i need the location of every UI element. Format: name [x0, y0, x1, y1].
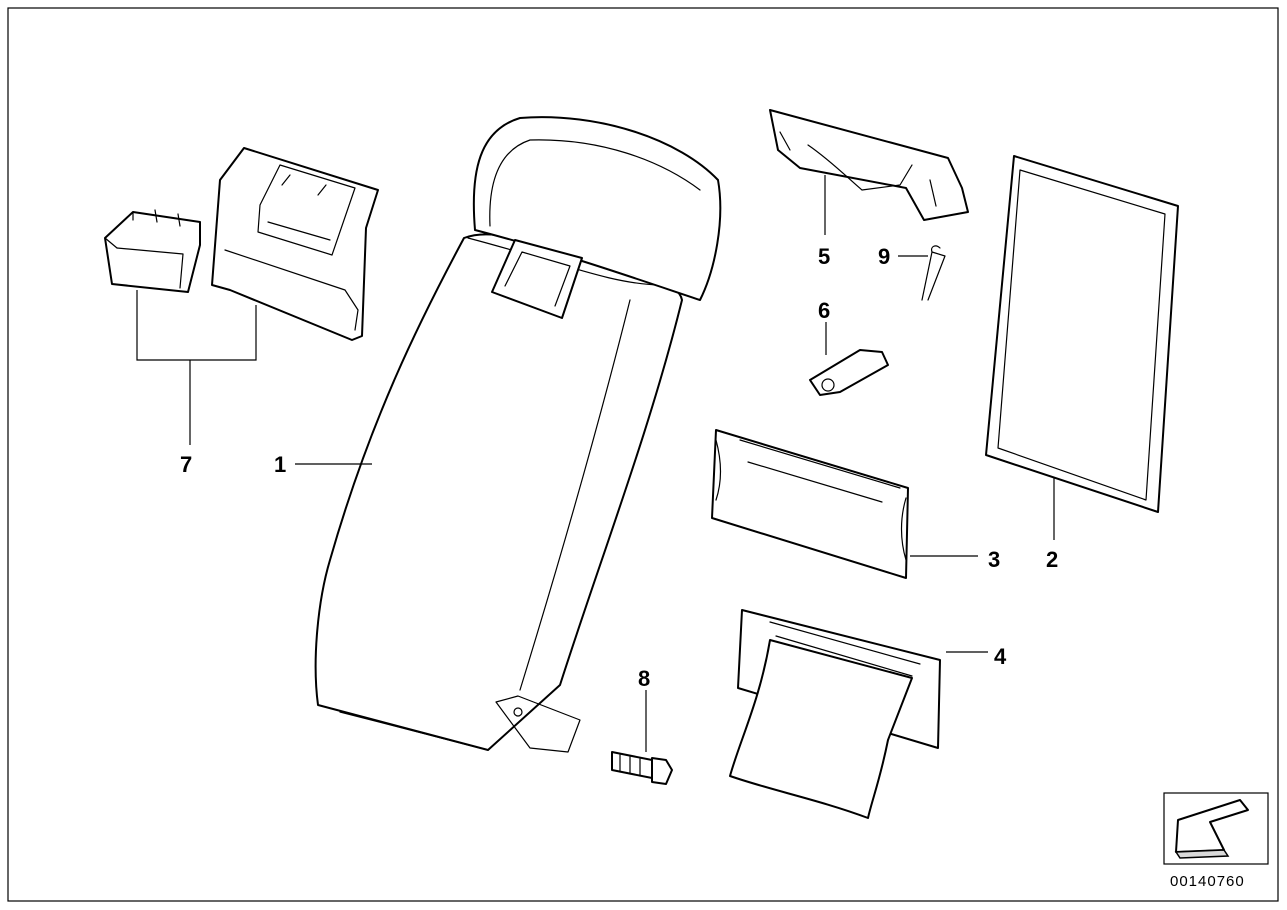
arrow-left-down-icon	[1174, 799, 1249, 859]
armrest-body[interactable]	[314, 116, 722, 753]
hinge-pin[interactable]	[809, 349, 889, 396]
diagram-frame	[7, 7, 1279, 902]
cup-holder-housing[interactable]	[211, 147, 379, 341]
callout-6: 6	[818, 298, 830, 323]
split-pin[interactable]	[921, 245, 946, 301]
view-direction-box	[1163, 792, 1269, 865]
rear-cover[interactable]	[769, 109, 969, 221]
hex-bolt[interactable]	[611, 751, 673, 785]
document-number: 00140760	[1170, 873, 1245, 890]
callout-3: 3	[988, 547, 1000, 572]
cup-holder-insert[interactable]	[104, 209, 201, 293]
callout-2: 2	[1046, 547, 1058, 572]
callout-9: 9	[878, 244, 890, 269]
cover-panel[interactable]	[985, 155, 1179, 513]
callout-8: 8	[638, 666, 650, 691]
support-bracket[interactable]	[711, 429, 909, 579]
callout-1: 1	[274, 452, 286, 477]
bracket-with-flap[interactable]	[729, 609, 941, 819]
callout-4: 4	[994, 644, 1007, 669]
callout-7: 7	[180, 452, 192, 477]
callout-5: 5	[818, 244, 830, 269]
leader-7	[136, 290, 257, 445]
